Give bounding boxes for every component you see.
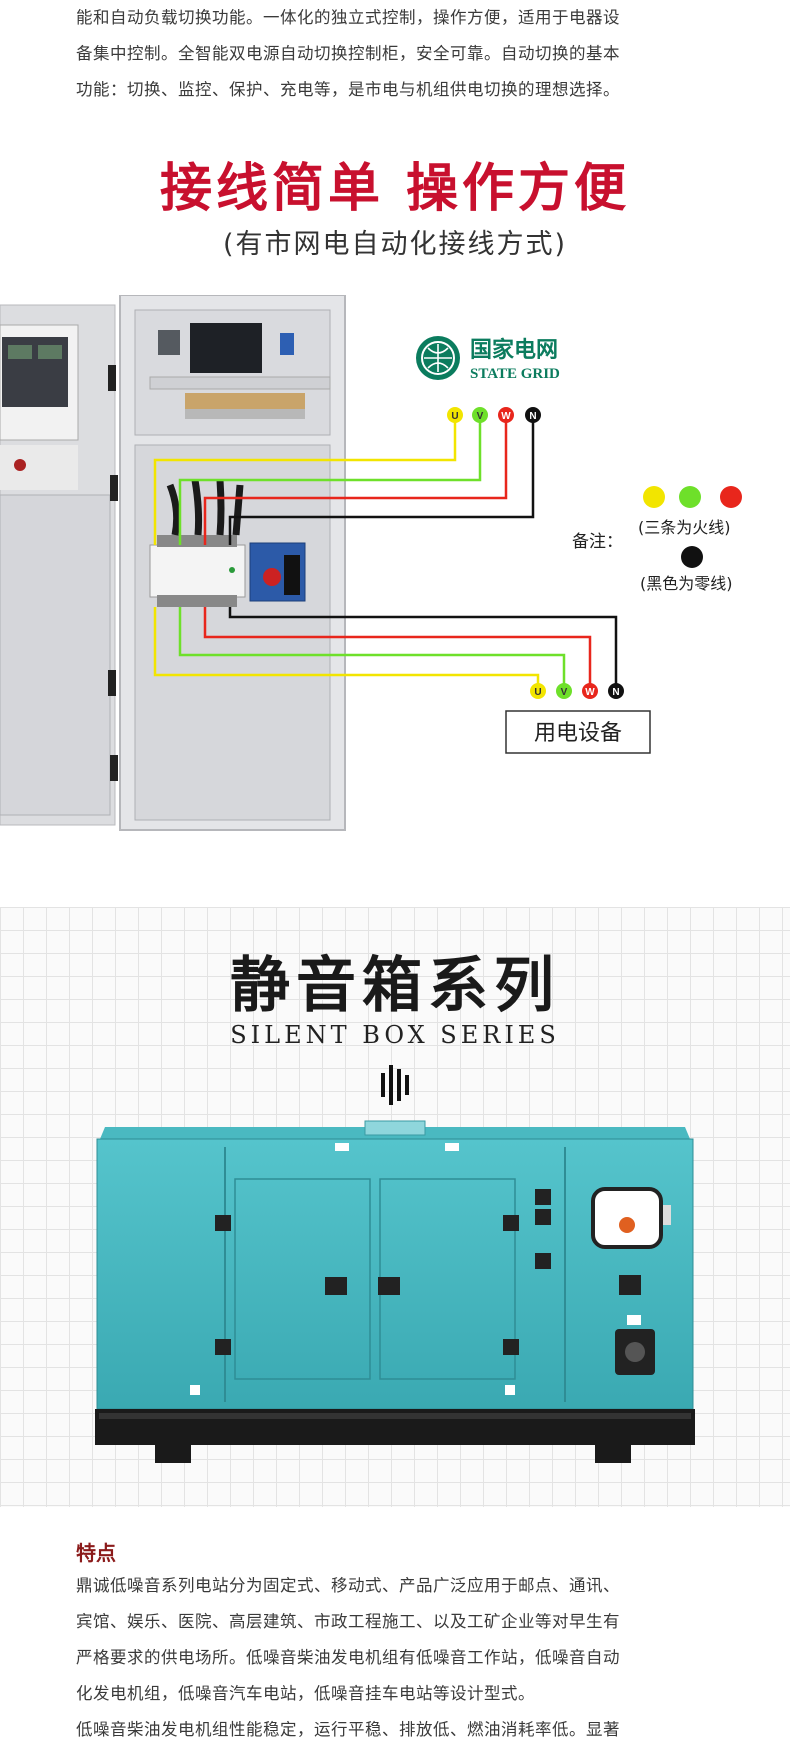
control-panel-left [0,304,116,826]
phase-label-v: V [477,411,484,422]
phase-label-v: V [561,687,568,698]
top-phase-markers: U V W N [447,407,541,423]
silent-title: 静音箱系列 [230,951,560,1021]
phase-label-u: U [534,687,541,698]
note-label: 备注： [572,532,623,552]
divider-bars-icon [381,1065,409,1105]
note-live: (三条为火线) [638,518,731,537]
wiring-title: 接线简单 操作方便 [159,158,631,219]
features-title: 特点 [76,1541,116,1565]
features-line: 化发电机组，低噪音汽车电站，低噪音挂车电站等设计型式。 [76,1684,535,1703]
switch-cabinet [110,295,346,831]
wire-w-bottom [203,607,592,691]
grid-logo-cn: 国家电网 [470,337,558,362]
intro-line: 备集中控制。全智能双电源自动切换控制柜，安全可靠。自动切换的基本 [76,44,620,63]
bottom-phase-markers: U V W N [530,683,624,699]
phase-label-u: U [451,411,458,422]
intro-paragraph: 能和自动负载切换功能。一体化的独立式控制，操作方便，适用于电器设 备集中控制。全… [76,0,706,108]
device-label: 用电设备 [534,721,622,746]
grid-logo-en: STATE GRID [470,366,560,382]
features-line: 严格要求的供电场所。低噪音柴油发电机组有低噪音工作站，低噪音自动 [76,1648,620,1667]
wire-n-bottom [228,607,618,691]
silent-box-section: 静音箱系列 SILENT BOX SERIES [0,907,790,1507]
phase-label-n: N [529,411,536,422]
silent-title-en: SILENT BOX SERIES [230,1021,560,1049]
phase-label-w: W [585,687,595,698]
wiring-diagram: 国家电网 STATE GRID U V W N U V W N 用电设备 (三条… [0,295,742,831]
wire-v-top [178,415,482,545]
wire-w-top [203,415,508,545]
features-line: 鼎诚低噪音系列电站分为固定式、移动式、产品广泛应用于邮点、通讯、 [76,1576,620,1595]
state-grid-logo: 国家电网 STATE GRID [416,336,560,382]
device-box [505,710,651,754]
wiring-subtitle: (有市网电自动化接线方式) [222,229,568,260]
silent-genset-image [95,1120,695,1463]
phase-label-n: N [612,687,619,698]
wire-u-top [153,415,457,545]
features-line: 宾馆、娱乐、医院、高层建筑、市政工程施工、以及工矿企业等对早生有 [76,1612,620,1631]
grid-wires [153,415,535,545]
wire-n-top [228,415,535,545]
phase-label-w: W [501,411,511,422]
features-line: 低噪音柴油发电机组性能稳定，运行平稳、排放低、燃油消耗率低。显著 [76,1720,620,1739]
wire-legend: (三条为火线) 备注： (黑色为零线) [572,486,742,593]
wire-v-bottom [178,607,566,691]
intro-line: 能和自动负载切换功能。一体化的独立式控制，操作方便，适用于电器设 [76,8,620,27]
note-neutral: (黑色为零线) [640,574,733,593]
features-paragraph: 鼎诚低噪音系列电站分为固定式、移动式、产品广泛应用于邮点、通讯、 宾馆、娱乐、医… [76,1568,706,1748]
intro-line: 功能：切换、监控、保护、充电等，是市电与机组供电切换的理想选择。 [76,80,620,99]
